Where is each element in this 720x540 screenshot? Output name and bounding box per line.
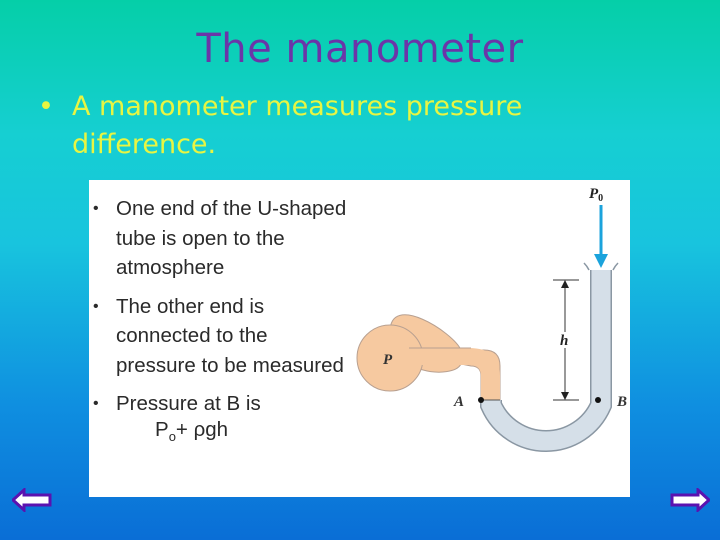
manometer-figure: • One end of the U-shaped tube is open t… [89,180,630,497]
bullet-marker: • [38,91,54,122]
figure-bullet-open-end: • One end of the U-shaped tube is open t… [93,197,347,279]
atmospheric-pressure-arrow: P0 [589,186,608,268]
point-b-dot [595,397,601,403]
figure-bullet-pressure-b: • Pressure at B is [93,392,261,415]
figure-bullet-list: • One end of the U-shaped tube is open t… [89,194,349,451]
p0-label: P0 [589,186,603,204]
bullet-text: One end of the U-shaped tube is open to … [116,197,347,279]
pressure-formula: Po+ ρgh [155,417,229,444]
bulb-pressure-label: P [383,352,393,368]
previous-slide-button[interactable] [10,486,52,514]
pressure-bulb [356,314,501,401]
figure-bullet-other-end: • The other end is connected to the pres… [93,294,344,377]
next-slide-button[interactable] [670,486,712,514]
point-a-dot [478,397,484,403]
height-label: h [560,333,568,349]
point-a-label: A [453,394,464,410]
bullet-text: The other end is connected to the pressu… [116,294,344,377]
u-tube [480,262,619,453]
height-indicator: h [553,279,579,401]
arrow-left-icon [10,486,52,514]
u-tube-diagram: P0 h P A B [356,186,627,453]
arrow-right-icon [670,486,712,514]
main-bullet-text: A manometer measures pressure difference… [72,91,523,160]
point-b-label: B [616,394,627,410]
slide-title: The manometer [196,26,524,72]
bullet-text: Pressure at B is [116,392,261,415]
